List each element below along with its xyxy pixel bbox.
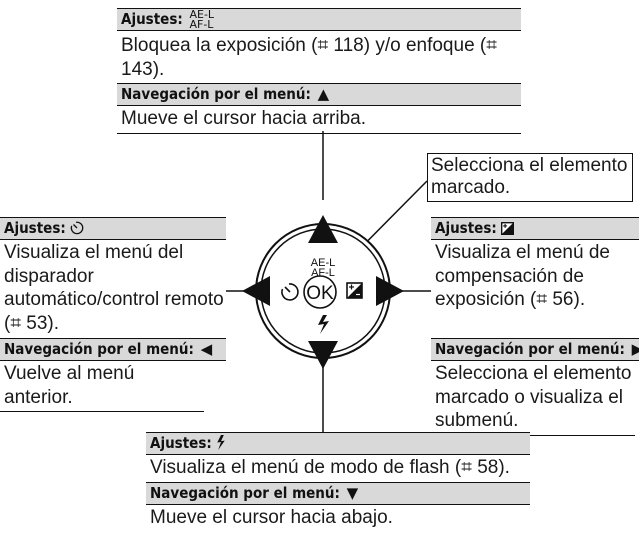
left-nav-header: Navegación por el menú: ◀ [0,338,226,361]
ok-button-label: OK [306,283,334,304]
left-ajustes-header: Ajustes: [0,217,226,240]
bottom-nav-header: Navegación por el menú: ▼ [146,481,530,505]
flash-icon [318,315,329,334]
exposure-compensation-small-icon [501,222,515,235]
down-arrow [308,341,338,369]
self-timer-small-icon [71,221,84,235]
ok-button [303,275,337,309]
self-timer-icon [281,283,299,301]
top-nav-header: Navegación por el menú: ▲ [117,83,521,106]
left-triangle-icon: ◀ [200,340,213,358]
right-nav-header: Navegación por el menú: ▶ [431,338,639,361]
right-arrow [376,276,404,306]
up-arrow [308,215,338,243]
right-triangle-icon: ▶ [631,340,639,358]
bottom-nav-text: Mueve el cursor hacia abajo. [150,506,393,528]
down-triangle-icon: ▼ [346,483,359,502]
bottom-ajustes-text: Visualiza el menú de modo de flash (⌗ 58… [150,457,510,478]
right-ajustes-text: Visualiza el menú de compensación de exp… [435,242,610,310]
left-nav-text: Vuelve al menú anterior. [0,361,204,412]
right-nav-text: Selecciona el elemento marcado o visuali… [431,361,635,436]
bottom-ajustes-header: Ajustes: [146,432,530,455]
top-nav-text: Mueve el cursor hacia arriba. [117,106,521,134]
bottom-block: Ajustes: Visualiza el menú de modo de fl… [146,432,530,531]
exposure-compensation-icon [346,282,363,299]
up-triangle-icon: ▲ [317,85,330,103]
left-block: Ajustes: Visualiza el menú del disparado… [0,217,226,412]
left-arrow [242,276,270,306]
right-ajustes-header: Ajustes: [431,217,639,240]
af-l-label: AF-L [311,267,335,279]
ok-callout: Selecciona el elemento marcado. [427,153,633,202]
top-ajustes-text: Bloquea la exposición (⌗ 118) y/o enfoqu… [121,35,497,80]
ae-l-label: AE-L [311,257,335,269]
flash-small-icon [217,435,226,450]
left-ajustes-text: Visualiza el menú del disparador automát… [4,242,224,334]
right-block: Ajustes: Visualiza el menú de compensaci… [431,217,639,436]
